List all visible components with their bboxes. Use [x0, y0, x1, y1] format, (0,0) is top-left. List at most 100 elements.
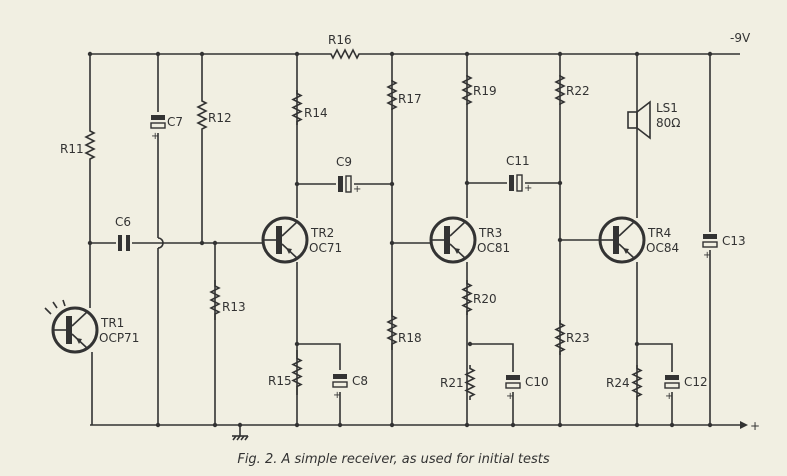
transistor-type: OC81 [477, 241, 510, 255]
transistor-type: OCP71 [99, 331, 139, 345]
junction-dot [557, 51, 563, 57]
resistor-label: R19 [473, 84, 497, 98]
resistor-label: R11 [60, 142, 84, 156]
resistor-label: R15 [268, 374, 292, 388]
resistor-r14: R14 [291, 90, 328, 125]
capacitor-plate [338, 176, 343, 192]
resistor-r11: R11 [60, 130, 96, 160]
junction-dot [389, 181, 395, 187]
wire [470, 343, 514, 372]
resistor-body [631, 365, 643, 400]
junction-dot [634, 341, 640, 347]
transistor-label: TR1 [100, 316, 124, 330]
light-ray [62, 299, 66, 307]
capacitor-label: C7 [167, 115, 183, 129]
junction-dot [669, 422, 675, 428]
junction-dot [87, 51, 93, 57]
emitter-arrow [286, 248, 292, 254]
junction-dot [510, 422, 516, 428]
polarity-plus: + [524, 183, 532, 194]
junction-dot [634, 422, 640, 428]
transistor-label: TR2 [310, 226, 334, 240]
capacitor-plate [151, 115, 165, 120]
polarity-plus: + [333, 390, 341, 401]
resistor-body [209, 280, 221, 320]
capacitor-plate-positive [702, 241, 718, 248]
capacitor-plate-positive [664, 382, 680, 389]
collector-lead [71, 311, 88, 327]
resistor-label: R14 [304, 106, 328, 120]
resistor-r22: R22 [554, 75, 590, 105]
speaker-label: LS1 [656, 101, 678, 115]
ground-hatch [240, 435, 245, 441]
speaker-icon [627, 111, 638, 129]
capacitor-plate-positive [332, 381, 348, 388]
capacitor-label: C10 [525, 375, 549, 389]
capacitor-plate [509, 175, 514, 191]
junction-dot [294, 422, 300, 428]
capacitor-label: C6 [115, 215, 131, 229]
junction-dot [389, 51, 395, 57]
speaker-cone-icon [636, 100, 651, 140]
resistor-body [386, 310, 398, 350]
capacitor-plate [126, 235, 130, 251]
junction-dot [212, 240, 218, 246]
resistor-body [330, 48, 360, 60]
junction-dot [707, 422, 713, 428]
polarity-plus: + [353, 184, 361, 195]
resistor-r23: R23 [554, 320, 590, 355]
junction-dot [464, 180, 470, 186]
junction-dot [634, 51, 640, 57]
transistor-label: TR4 [647, 226, 671, 240]
junction-dot [467, 341, 473, 347]
capacitor-label: C8 [352, 374, 368, 388]
transistor-type: OC84 [646, 241, 679, 255]
transistor-base-bar [613, 226, 619, 254]
junction-dot [389, 422, 395, 428]
collector-lead [618, 221, 635, 237]
resistor-label: R21 [440, 376, 464, 390]
junction-dot [337, 422, 343, 428]
transistor-base-bar [444, 226, 450, 254]
resistor-body [84, 130, 96, 160]
junction-dot [294, 341, 300, 347]
collector-lead [281, 221, 298, 237]
capacitor-plate-positive [345, 175, 352, 193]
junction-dot [707, 51, 713, 57]
resistor-r19: R19 [461, 75, 497, 105]
emitter-arrow [76, 338, 82, 344]
resistor-label: R16 [328, 33, 352, 47]
resistor-label: R18 [398, 331, 422, 345]
resistor-body [196, 100, 208, 130]
junction-dot [464, 422, 470, 428]
ground-hatch [244, 435, 249, 441]
ground-hatch [236, 435, 241, 441]
ground-hatch [232, 435, 237, 441]
capacitor-plate [333, 374, 347, 379]
capacitor-plate-positive [150, 122, 166, 129]
capacitor-label: C13 [722, 234, 746, 248]
ground-symbol [232, 425, 249, 441]
resistor-r15: R15 [268, 350, 303, 395]
speaker-impedance: 80Ω [656, 116, 680, 130]
capacitor-plate-positive [505, 382, 521, 389]
rail-arrow-icon [740, 421, 748, 429]
resistor-label: R24 [606, 376, 630, 390]
wire [637, 343, 673, 372]
transistor-label: TR3 [478, 226, 502, 240]
resistor-r21: R21 [440, 365, 476, 400]
capacitor-plate [506, 375, 520, 380]
capacitor-plate [703, 234, 717, 239]
junction-dot [199, 51, 205, 57]
wire [297, 343, 341, 370]
capacitor-label: C9 [336, 155, 352, 169]
junction-dot [557, 180, 563, 186]
junction-dot [464, 51, 470, 57]
resistor-body [291, 90, 303, 125]
polarity-plus: + [703, 250, 711, 261]
